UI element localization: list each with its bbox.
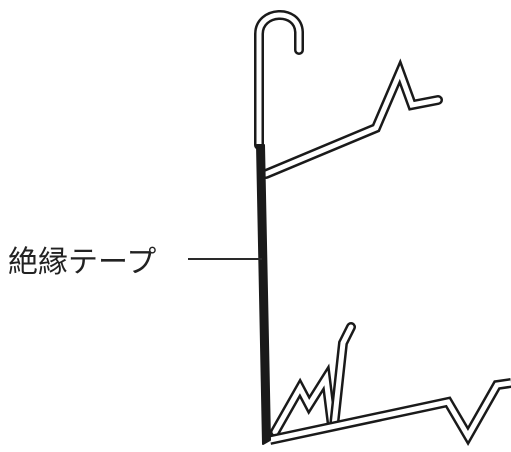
bottom-arm xyxy=(268,378,511,446)
callout-label: 絶縁テープ xyxy=(8,245,156,280)
lower-mid-arm xyxy=(270,322,356,437)
insulation-tape xyxy=(256,144,271,445)
upper-arm xyxy=(261,58,443,179)
hook xyxy=(254,10,304,150)
